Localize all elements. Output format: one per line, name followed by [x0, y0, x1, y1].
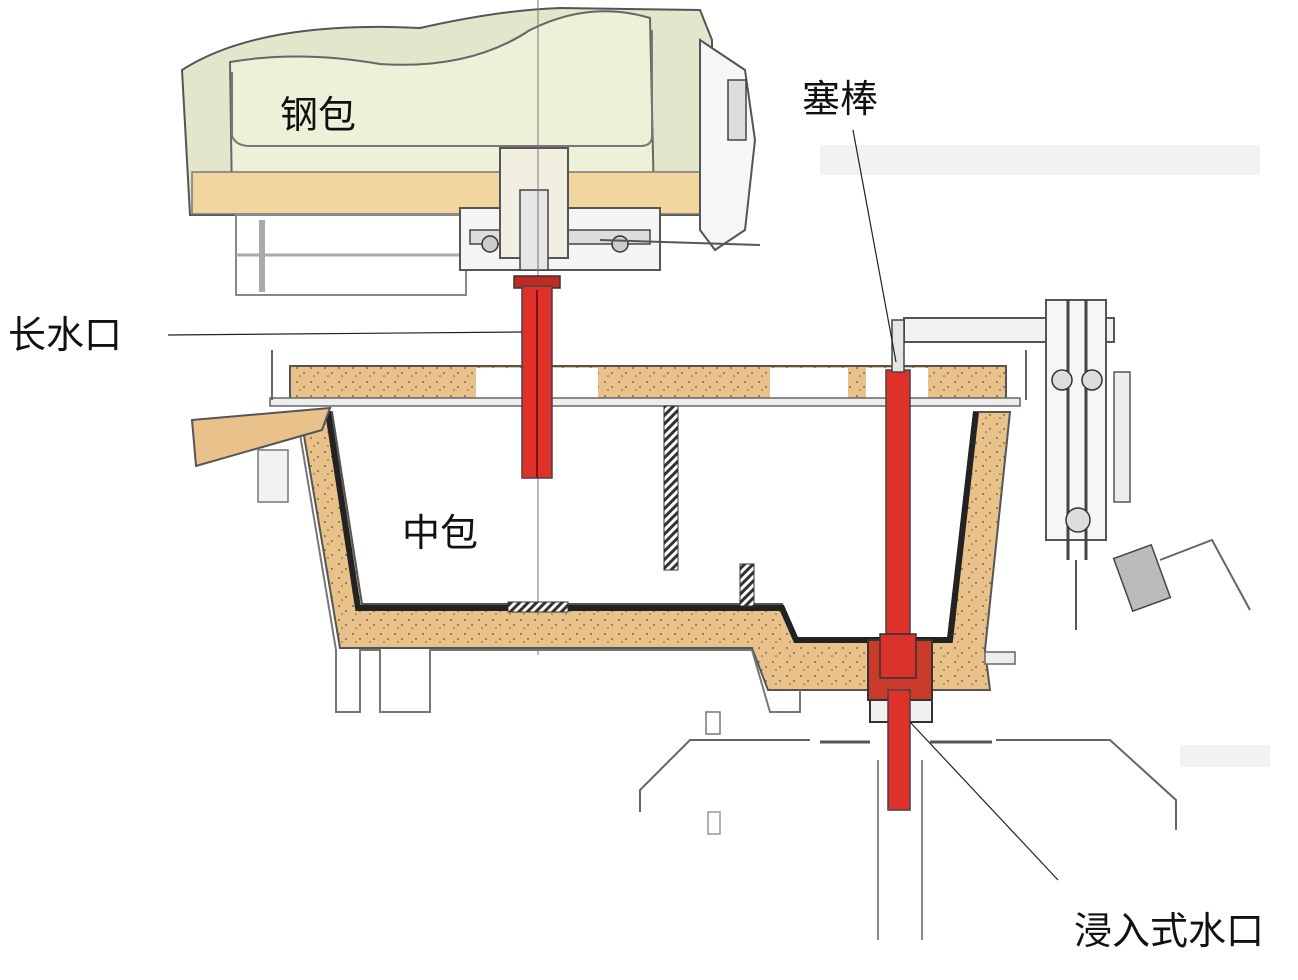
long-nozzle-shroud	[513, 275, 561, 479]
dam	[739, 563, 755, 607]
stopper-rod	[879, 319, 917, 679]
submerged-nozzle	[877, 689, 923, 940]
label-stopper-rod: 塞棒	[802, 77, 878, 121]
label-tundish: 中包	[402, 511, 478, 555]
label-long-nozzle: 长水口	[8, 313, 122, 357]
background-ghost-text	[820, 145, 1270, 767]
overflow-chute	[190, 406, 332, 468]
weir	[663, 405, 679, 571]
tundish-refractory	[298, 411, 1012, 691]
leader-submerged-nozzle	[909, 721, 1059, 881]
ladle	[180, 6, 761, 296]
leader-long-nozzle	[167, 331, 523, 336]
leader-stopper-rod	[852, 129, 897, 363]
impact-pad	[507, 601, 569, 613]
label-ladle: 钢包	[280, 93, 356, 137]
mould-cover	[639, 711, 1177, 835]
label-submerged-nozzle: 浸入式水口	[1074, 909, 1264, 953]
